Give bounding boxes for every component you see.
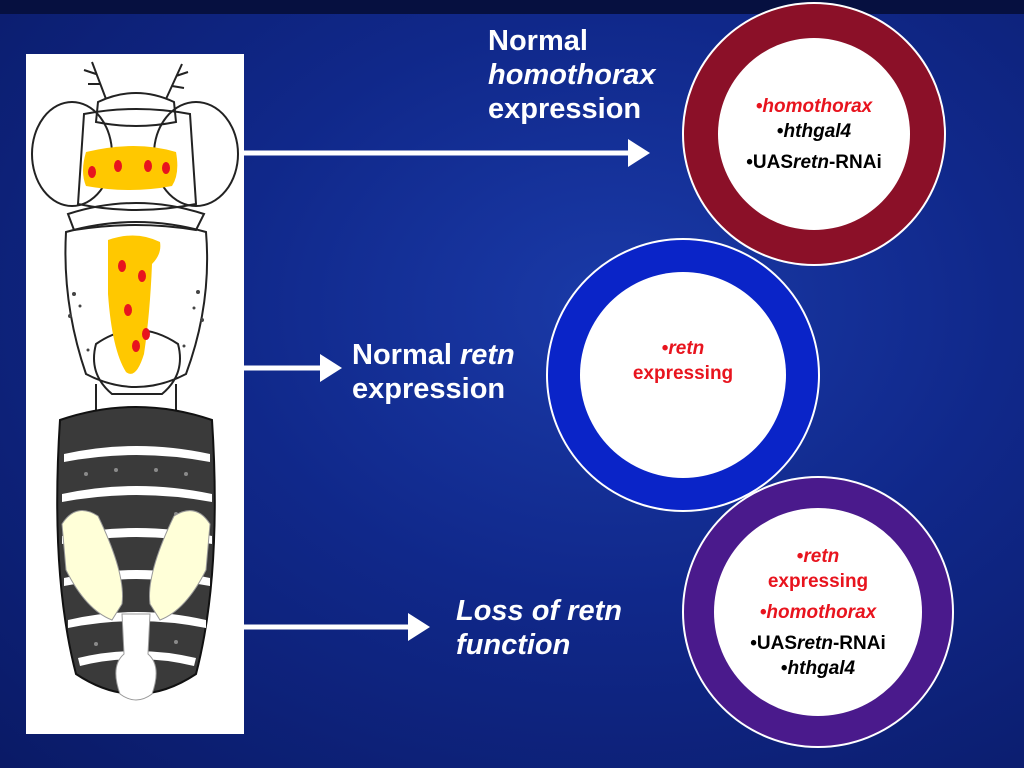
circle-inner: •homothorax •hthgal4 •UASretn-RNAi (718, 38, 910, 230)
label-line: function (456, 629, 571, 661)
fly-diagram (31, 61, 239, 701)
circle-homothorax-expression: •homothorax •hthgal4 •UASretn-RNAi (682, 2, 946, 266)
circle-item: •UAS (746, 151, 794, 173)
label-line: homothorax (488, 59, 656, 91)
loss-of-function-region (61, 510, 211, 701)
label-normal-retn: Normal retn expression (352, 338, 515, 406)
bullet: • (776, 120, 784, 142)
right-antenna (165, 63, 189, 100)
circle-item: -RNAi (832, 632, 886, 654)
circle-item: expressing (767, 570, 869, 592)
fly-diagram-panel (26, 54, 244, 734)
bullet: • (661, 338, 669, 359)
circle-inner: •retn expressing (580, 272, 786, 478)
arrow-to-homothorax (244, 139, 650, 167)
circle-item: retn (668, 338, 705, 359)
label-line: expression (488, 93, 642, 125)
thorax (64, 221, 209, 388)
circle-item-italic: retn (797, 632, 833, 654)
circle-loss-of-retn: •retn expressing •homothorax •UASretn-RN… (682, 476, 954, 748)
label-line: expression (352, 373, 506, 405)
circle-retn-expression: •retn expressing (546, 238, 820, 512)
left-antenna (83, 61, 107, 100)
label-text: Normal (352, 339, 460, 371)
circle-item: hthgal4 (787, 657, 856, 679)
head-body (76, 108, 198, 211)
top-bar (0, 0, 1024, 14)
bullet: • (796, 545, 804, 567)
head (94, 92, 178, 127)
circle-item: •UAS (750, 632, 798, 654)
circle-item: retn (803, 545, 840, 567)
circle-item: •homothorax (755, 95, 873, 117)
label-loss-of-retn: Loss of retn function (456, 594, 622, 662)
arrow-to-loss (244, 613, 430, 641)
bullet: • (780, 657, 788, 679)
circle-item: -RNAi (828, 151, 882, 173)
homothorax-expression-head (83, 146, 178, 190)
label-line: Loss of retn (456, 595, 622, 627)
label-line: Normal (488, 25, 588, 57)
circle-item: •homothorax (759, 601, 877, 623)
circle-item: expressing (632, 363, 734, 384)
circle-item: hthgal4 (783, 120, 852, 142)
label-normal-homothorax: Normal homothorax expression (488, 24, 656, 126)
label-text-italic: retn (459, 339, 515, 371)
arrow-to-retn (244, 354, 342, 382)
circle-inner: •retn expressing •homothorax •UASretn-RN… (714, 508, 922, 716)
circle-item-italic: retn (793, 151, 829, 173)
homothorax-expression-thorax (108, 235, 161, 374)
